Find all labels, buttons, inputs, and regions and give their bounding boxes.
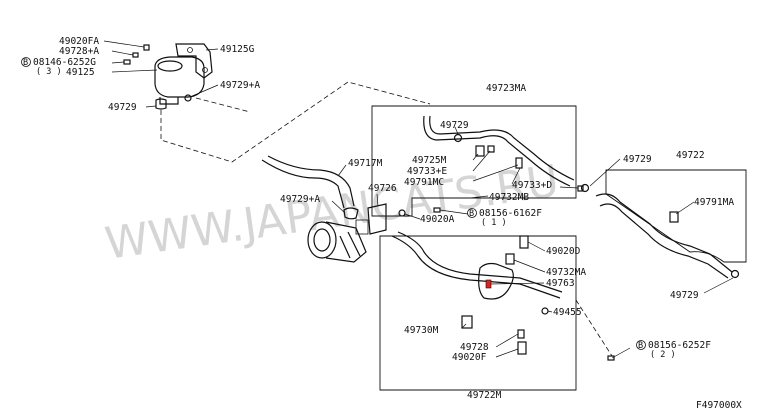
label-49722: 49722 <box>676 150 705 161</box>
clip-49020a <box>398 209 406 217</box>
label-49732mb: 49732MB <box>489 192 529 203</box>
circle-b-low: B <box>636 340 646 351</box>
label-49726: 49726 <box>368 183 397 194</box>
hose-49722 <box>595 193 733 279</box>
bolt-low <box>607 355 615 361</box>
circle-b-mid-letter: B <box>469 209 474 219</box>
label-49125: 49125 <box>66 67 95 78</box>
label-bolt-top: 08146-6252G <box>33 57 96 68</box>
label-49020f: 49020F <box>452 352 487 363</box>
label-49733e: 49733+E <box>407 166 447 177</box>
label-49763: 49763 <box>546 278 575 289</box>
clip-49729-bottom <box>730 269 740 279</box>
label-49729-mid: 49729 <box>440 120 469 131</box>
washer-49728 <box>517 329 525 339</box>
clip-49733d <box>577 185 584 192</box>
sensor-49763 <box>485 279 492 289</box>
clip-49729-right <box>580 183 590 193</box>
label-49717m: 49717M <box>348 158 383 169</box>
clamp-top <box>132 52 139 58</box>
power-steering-pump <box>307 219 369 263</box>
label-49020a: 49020A <box>420 214 455 225</box>
hose-clamp-pump <box>343 207 359 220</box>
figure-code: F497000X <box>696 400 742 411</box>
clip-49791ma <box>669 211 679 223</box>
label-49729a-top: 49729+A <box>220 80 260 91</box>
clip-49020fa <box>143 44 150 51</box>
clip-49732mb <box>515 157 523 169</box>
label-bolt-top-qty: ( 3 ) <box>36 67 62 77</box>
label-49722m: 49722M <box>467 390 502 401</box>
suction-hose-49717m <box>261 155 355 209</box>
label-49020d: 49020D <box>546 246 581 257</box>
label-bolt-mid-qty: ( 1 ) <box>481 218 507 228</box>
label-49020fa: 49020FA <box>59 36 99 47</box>
label-bolt-low-qty: ( 2 ) <box>650 350 676 360</box>
clip-49729-mid <box>453 133 463 143</box>
label-49729a-pump: 49729+A <box>280 194 320 205</box>
label-bolt-low: 08156-6252F <box>648 340 711 351</box>
label-49729-right: 49729 <box>623 154 652 165</box>
circle-b-mid: B <box>467 208 477 219</box>
label-49728a-top: 49728+A <box>59 46 99 57</box>
box-49723ma <box>371 105 577 217</box>
label-49125g: 49125G <box>220 44 255 55</box>
label-49791mc: 49791MC <box>404 177 444 188</box>
reservoir-bracket <box>175 43 213 79</box>
clamp-49729a-top <box>184 94 192 102</box>
bolt-top <box>123 59 131 65</box>
label-bolt-mid: 08156-6162F <box>479 208 542 219</box>
box-49722m <box>379 235 577 391</box>
circle-b-top: B <box>21 57 31 68</box>
bracket-49726 <box>367 203 387 235</box>
label-49455: 49455 <box>553 307 582 318</box>
label-49728-low: 49728 <box>460 342 489 353</box>
oring-49455 <box>541 307 549 315</box>
joint-49725m <box>475 145 485 157</box>
label-49729-bottom: 49729 <box>670 290 699 301</box>
joint-49020d <box>519 235 529 249</box>
circle-b-low-letter: B <box>638 341 643 351</box>
hose-clip-left <box>155 98 167 110</box>
clip-49020f <box>517 341 527 355</box>
label-49732ma: 49732MA <box>546 267 586 278</box>
label-49791ma: 49791MA <box>694 197 734 208</box>
reservoir-tank <box>154 56 205 105</box>
bolt-49733e <box>487 145 495 153</box>
clip-49732ma <box>505 253 515 265</box>
label-49723ma: 49723MA <box>486 83 526 94</box>
hose-49722m <box>391 231 563 300</box>
label-49730m: 49730M <box>404 325 439 336</box>
label-49733d: 49733+D <box>512 180 552 191</box>
circle-b-letter: B <box>23 58 28 68</box>
label-49725m: 49725M <box>412 155 447 166</box>
joint-49730m <box>461 315 473 329</box>
label-49729-left: 49729 <box>108 102 137 113</box>
pipe-49723ma <box>423 115 575 187</box>
